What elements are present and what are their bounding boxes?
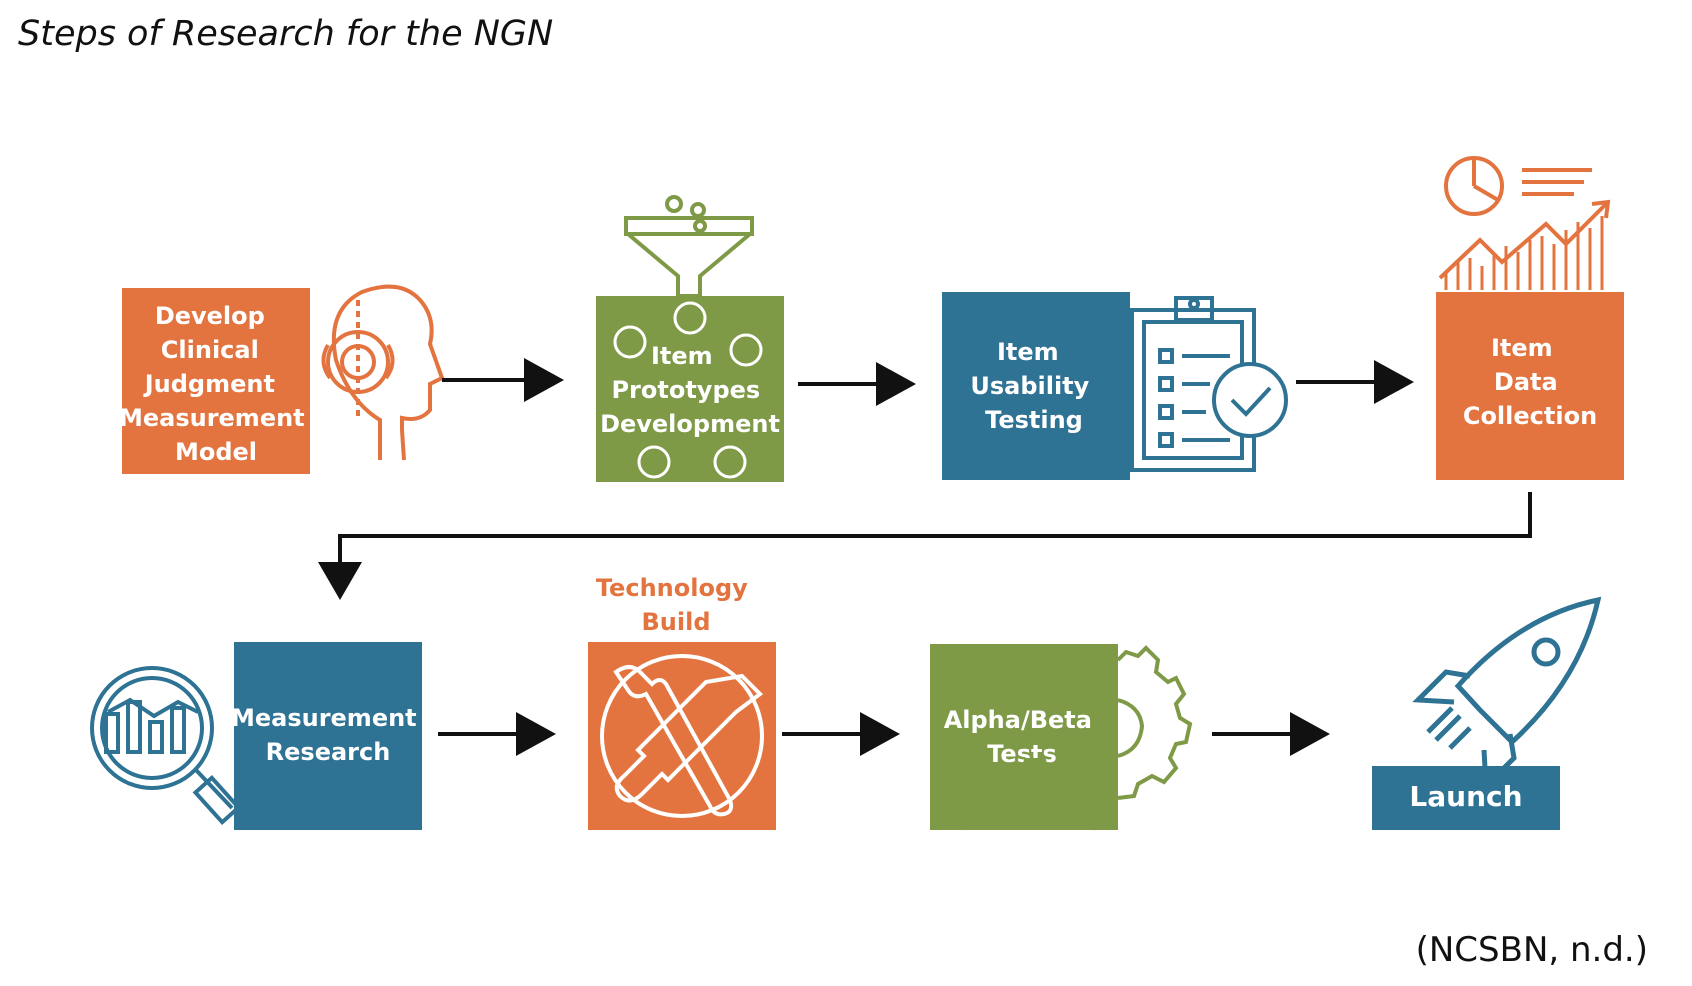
step-item-prototypes: Item Prototypes Development [596,195,784,482]
step-box [122,288,310,474]
step-develop-model: Develop Clinical Judgment Measurement Mo… [119,284,445,474]
arrow-7-8 [1212,712,1330,756]
step-caption: Technology Build [596,574,756,636]
step-technology-build: Technology Build [588,574,776,830]
gears-icon [958,645,1193,831]
step-measurement-research: Measurement Research [90,642,425,830]
step-label: Item Data Collection [1463,334,1597,430]
rocket-icon [1412,596,1602,792]
step-label: Develop Clinical Judgment Measurement Mo… [119,302,313,466]
funnel-icon [624,195,754,298]
step-box [588,642,776,830]
clipboard-checklist-icon [1130,296,1288,472]
step-box [930,644,1118,830]
step-item-usability: Item Usability Testing [942,292,1288,480]
step-label: Item Prototypes Development [600,342,780,438]
arrow-2-3 [798,362,916,406]
citation: (NCSBN, n.d.) [1415,930,1648,970]
step-box [1372,766,1560,830]
head-brain-icon [321,284,445,461]
arrow-5-6 [438,712,556,756]
step-alpha-beta: Alpha/Beta Tests [930,644,1193,831]
step-decor-circles [613,301,763,479]
magnifier-chart-icon [90,666,242,826]
flow-connectors [318,358,1532,756]
arrow-6-7 [782,712,900,756]
step-box [234,642,422,830]
step-box [942,292,1130,480]
step-launch: Launch [1372,596,1602,830]
pie-chart-trend-icon [1438,156,1611,280]
step-item-data-collection: Item Data Collection [1436,156,1624,480]
arrow-4-5-elbow [318,492,1532,600]
step-label: Launch [1409,780,1522,813]
step-label: Item Usability Testing [970,338,1097,434]
wrench-screwdriver-icon [600,654,764,818]
arrow-1-2 [442,358,564,402]
bar-grid-icon [1444,216,1604,290]
step-label: Measurement Research [231,704,425,766]
step-box [1436,292,1624,480]
arrow-3-4 [1296,360,1414,404]
diagram-title: Steps of Research for the NGN [18,14,554,54]
